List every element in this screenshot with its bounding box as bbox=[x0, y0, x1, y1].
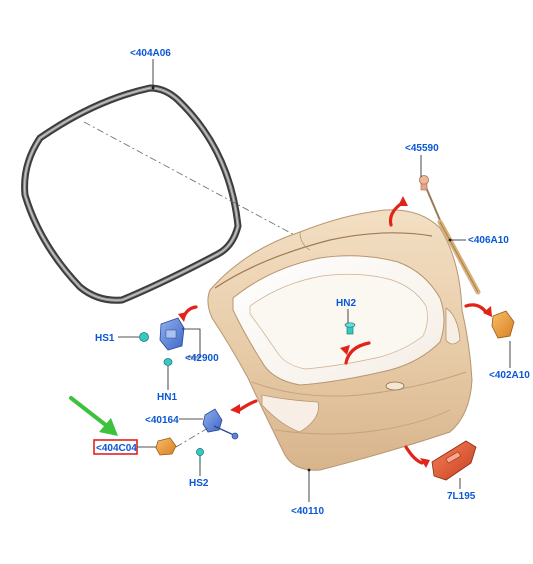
red-arrow-handle bbox=[404, 445, 424, 465]
red-arrow-hn2 bbox=[344, 341, 371, 365]
gas-strut bbox=[424, 184, 481, 295]
callout-402a10[interactable]: <402A10 bbox=[489, 370, 530, 381]
callout-40110[interactable]: <40110 bbox=[291, 506, 325, 517]
callout-hn2[interactable]: HN2 bbox=[336, 298, 356, 309]
callout-404c04[interactable]: <404C04 bbox=[96, 443, 137, 454]
fastener-hs1 bbox=[139, 332, 149, 342]
fastener-hs2 bbox=[196, 448, 204, 463]
leader-lines bbox=[118, 59, 511, 502]
callout-7l195[interactable]: 7L195 bbox=[447, 491, 476, 502]
callout-hn1[interactable]: HN1 bbox=[157, 392, 177, 403]
callout-404a06[interactable]: <404A06 bbox=[130, 48, 171, 59]
lower-hinge-part bbox=[202, 408, 239, 440]
fastener-hn2 bbox=[344, 322, 356, 335]
red-arrow-lower-hinge bbox=[236, 399, 258, 413]
strut-ball-stud bbox=[419, 175, 429, 191]
green-indicator-arrow bbox=[69, 396, 118, 436]
selected-part-404c04 bbox=[155, 437, 177, 456]
weatherstrip-seal bbox=[21, 84, 242, 304]
callout-hs1[interactable]: HS1 bbox=[95, 333, 115, 344]
hinge-part bbox=[159, 317, 185, 351]
callout-406a10[interactable]: <406A10 bbox=[468, 235, 509, 246]
seal-alignment-line bbox=[83, 121, 301, 239]
callout-42900[interactable]: <42900 bbox=[185, 353, 219, 364]
red-arrow-bumper bbox=[464, 303, 488, 314]
selected-callout-highlight bbox=[93, 439, 138, 455]
tailgate-panel bbox=[207, 209, 473, 471]
selected-callout-group[interactable]: <404C04 bbox=[93, 439, 138, 455]
callout-40164[interactable]: <40164 bbox=[145, 415, 179, 426]
callout-hs2[interactable]: HS2 bbox=[189, 478, 209, 489]
handle-part bbox=[431, 440, 477, 481]
fastener-hn1 bbox=[163, 358, 173, 366]
bumper-part bbox=[491, 310, 515, 339]
assembly-line-selected bbox=[175, 427, 209, 448]
callout-45590[interactable]: <45590 bbox=[405, 143, 439, 154]
motion-arrows bbox=[178, 196, 492, 468]
